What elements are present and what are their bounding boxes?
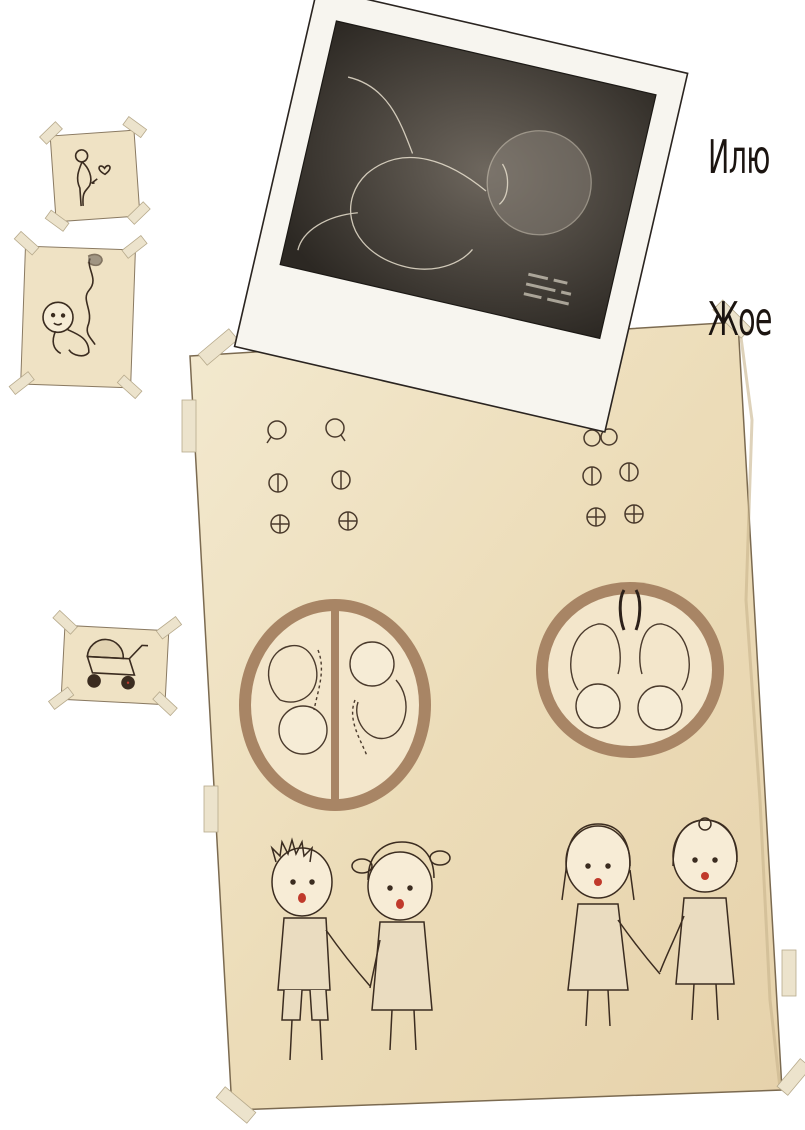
page-title: Илю Жое: [708, 22, 805, 454]
title-line-1: Илю: [708, 130, 805, 184]
womb-diagram-right: [536, 582, 724, 758]
card-pregnant-woman: [39, 115, 154, 232]
card-stroller: [48, 610, 182, 716]
card-baby: [9, 231, 147, 399]
womb-diagram-left: [239, 599, 431, 811]
title-line-2: Жое: [708, 292, 805, 346]
